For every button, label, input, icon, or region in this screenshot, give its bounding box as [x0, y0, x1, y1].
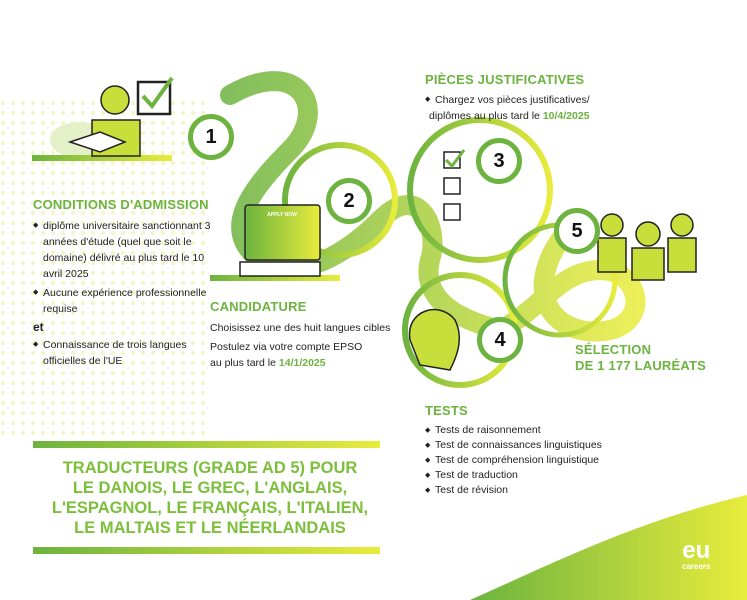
selection-section: SÉLECTION DE 1 177 LAURÉATS: [575, 342, 706, 374]
pieces-section: PIÈCES JUSTIFICATIVES Chargez vos pièces…: [425, 72, 645, 124]
pieces-text: diplômes au plus tard le: [429, 110, 543, 122]
corner-wave: [470, 495, 747, 600]
test-item: Test de traduction: [425, 468, 645, 483]
keyboard-icon: [239, 261, 321, 277]
graduate-head-icon: [100, 85, 130, 115]
candidature-text: au plus tard le: [210, 357, 279, 369]
logo-eu: eu: [682, 537, 711, 564]
candidature-text: Postulez via votre compte EPSO: [210, 341, 363, 353]
step-4-badge: 4: [477, 317, 523, 363]
banner-line: LE DANOIS, LE GREC, L'ANGLAIS,: [72, 479, 348, 497]
logo-careers: careers: [682, 562, 711, 571]
step-5-badge: 5: [554, 208, 600, 254]
pieces-deadline: 10/4/2025: [542, 110, 590, 122]
tests-title: TESTS: [425, 403, 468, 418]
selection-count: DE 1 177 LAURÉATS: [575, 358, 707, 373]
step-3-badge: 3: [476, 138, 522, 184]
laureates-group-icon: [597, 213, 697, 281]
admission-item: diplôme universitaire sanctionnant 3 ann…: [33, 218, 213, 282]
pieces-text: Chargez vos pièces justificatives/: [425, 92, 645, 108]
banner-line: LE MALTAIS ET LE NÉERLANDAIS: [74, 519, 346, 537]
step-2-badge: 2: [326, 178, 372, 224]
admission-item: Aucune expérience professionnelle requis…: [33, 285, 213, 317]
pieces-title: PIÈCES JUSTIFICATIVES: [425, 72, 585, 87]
candidature-deadline: 14/1/2025: [278, 357, 326, 369]
banner-line: TRADUCTEURS (GRADE AD 5) POUR: [62, 459, 358, 477]
candidature-section: CANDIDATURE Choisissez une des huit lang…: [210, 299, 410, 371]
thinking-head-icon: [408, 309, 460, 371]
test-item: Tests de raisonnement: [425, 423, 645, 438]
step-1-badge: 1: [188, 114, 234, 160]
admission-item: Connaissance de trois langues officielle…: [33, 337, 213, 369]
admission-title: CONDITIONS D'ADMISSION: [33, 197, 209, 212]
admission-section: CONDITIONS D'ADMISSION diplôme universit…: [33, 197, 213, 369]
banner-top-bar: [33, 441, 380, 448]
banner-bottom-bar: [33, 547, 380, 554]
test-item: Test de révision: [425, 483, 645, 498]
test-item: Test de compréhension linguistique: [425, 453, 645, 468]
job-title-banner: TRADUCTEURS (GRADE AD 5) POUR LE DANOIS,…: [40, 458, 380, 538]
tablet-icon: [244, 204, 321, 261]
selection-title: SÉLECTION: [575, 342, 652, 357]
tablet-apply-label: APPLY NOW: [267, 212, 297, 218]
admission-connector: et: [33, 320, 44, 334]
candidature-title: CANDIDATURE: [210, 299, 307, 314]
tests-section: TESTS Tests de raisonnement Test de conn…: [425, 403, 645, 498]
test-item: Test de connaissances linguistiques: [425, 438, 645, 453]
banner-line: L'ESPAGNOL, LE FRANÇAIS, L'ITALIEN,: [51, 499, 369, 517]
graduation-cap-icon: [67, 131, 128, 153]
candidature-text: Choisissez une des huit langues cibles: [210, 322, 391, 334]
eu-careers-logo: eu careers: [682, 537, 711, 572]
